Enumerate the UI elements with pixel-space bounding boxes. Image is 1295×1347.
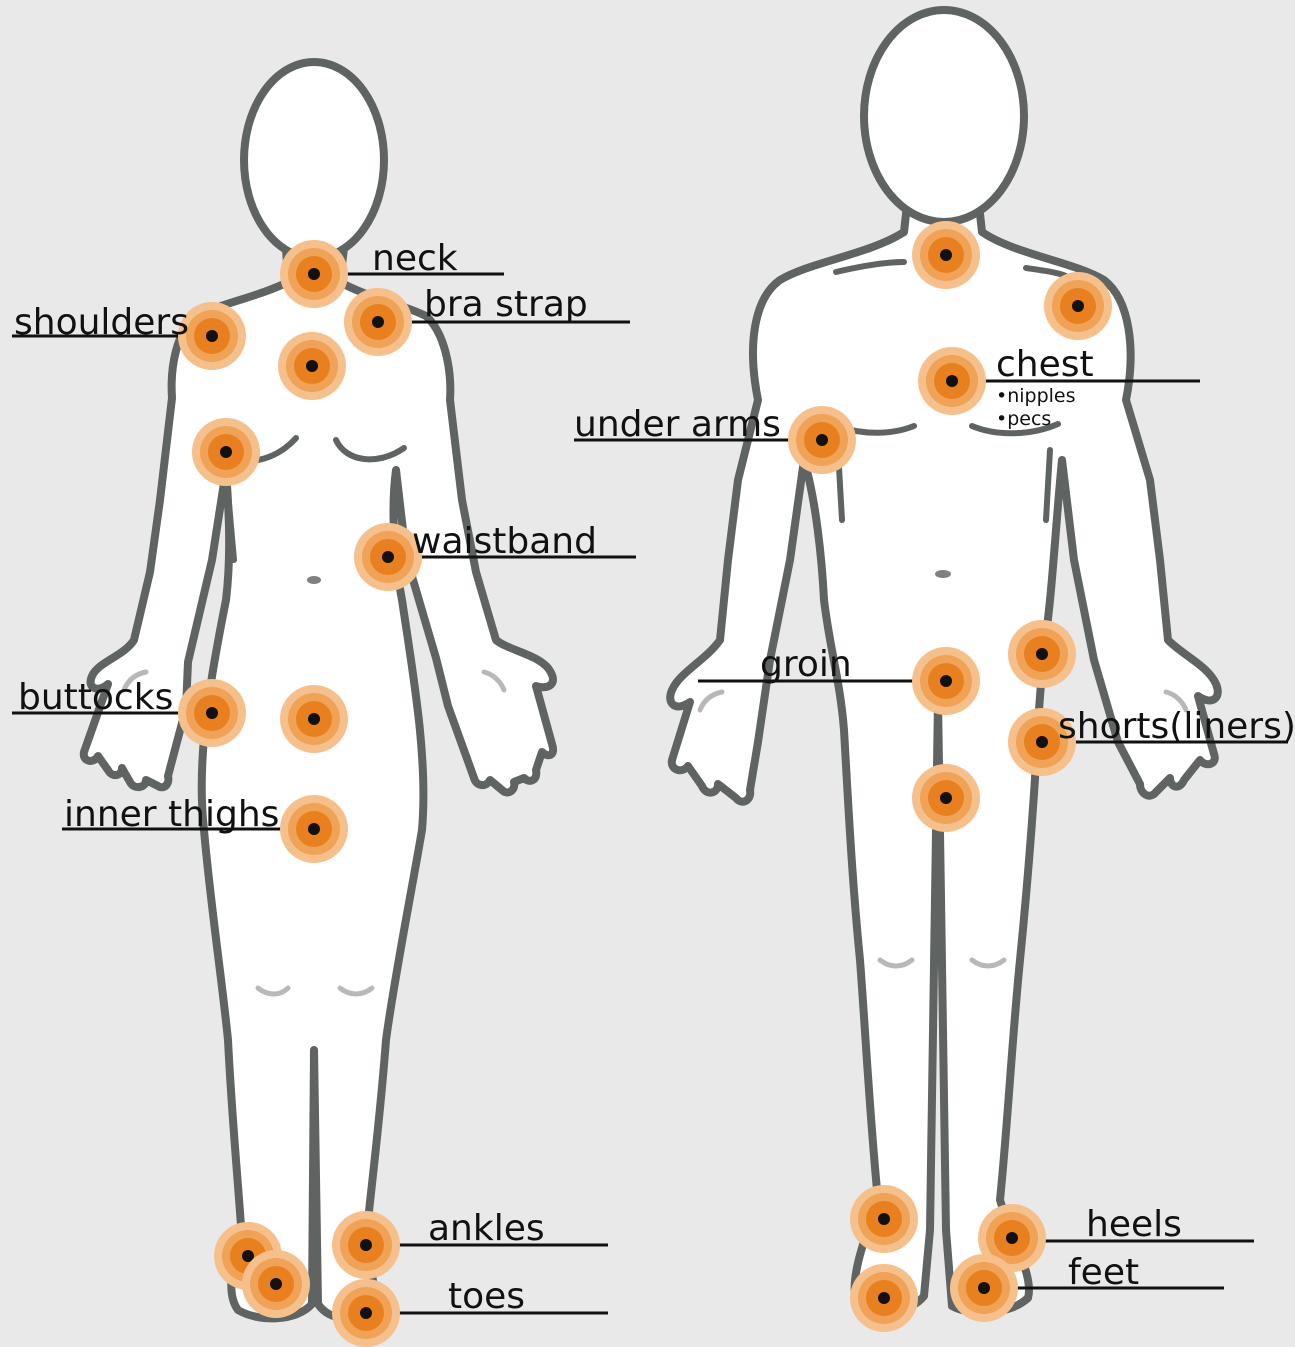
label-groin: groin <box>760 644 852 685</box>
marker-heel-left <box>850 1185 918 1253</box>
label-buttocks: buttocks <box>18 677 173 718</box>
label-chest: chest <box>996 344 1094 385</box>
marker-crotch <box>280 685 348 753</box>
marker-upper-chest <box>278 332 346 400</box>
marker-inner-thigh <box>912 764 980 832</box>
marker-chest <box>918 347 986 415</box>
label-shorts-liners: shorts(liners) <box>1058 706 1295 747</box>
marker-ankles <box>332 1211 400 1279</box>
label-ankles: ankles <box>428 1208 545 1249</box>
marker-male-neck <box>912 221 980 289</box>
marker-male-shoulder <box>1044 272 1112 340</box>
marker-toes <box>332 1279 400 1347</box>
marker-breast-side <box>192 418 260 486</box>
label-feet: feet <box>1068 1252 1139 1293</box>
male-navel <box>935 570 951 578</box>
label-shoulders: shoulders <box>14 302 189 343</box>
male-arm-line-right <box>1046 450 1050 520</box>
marker-shorts-upper <box>1008 620 1076 688</box>
marker-under-arms <box>788 406 856 474</box>
female-head <box>244 62 384 258</box>
label-waistband: waistband <box>412 521 597 562</box>
label-neck: neck <box>372 238 458 279</box>
marker-neck <box>280 240 348 308</box>
label-toes: toes <box>448 1276 525 1317</box>
marker-foot-left <box>850 1264 918 1332</box>
female-body-outline <box>84 248 553 1318</box>
marker-ankle-left-b <box>242 1250 310 1318</box>
marker-buttocks <box>178 679 246 747</box>
label-inner-thighs: inner thighs <box>64 794 279 835</box>
label-bra-strap: bra strap <box>424 284 588 325</box>
marker-groin <box>912 647 980 715</box>
female-navel <box>307 576 321 584</box>
label-nipples: •nipples <box>996 385 1076 407</box>
marker-feet <box>950 1254 1018 1322</box>
marker-inner-thighs <box>280 795 348 863</box>
label-under-arms: under arms <box>574 404 781 445</box>
marker-bra-strap <box>344 288 412 356</box>
label-heels: heels <box>1086 1204 1182 1245</box>
label-pecs: •pecs <box>996 408 1051 430</box>
male-head <box>864 10 1024 222</box>
